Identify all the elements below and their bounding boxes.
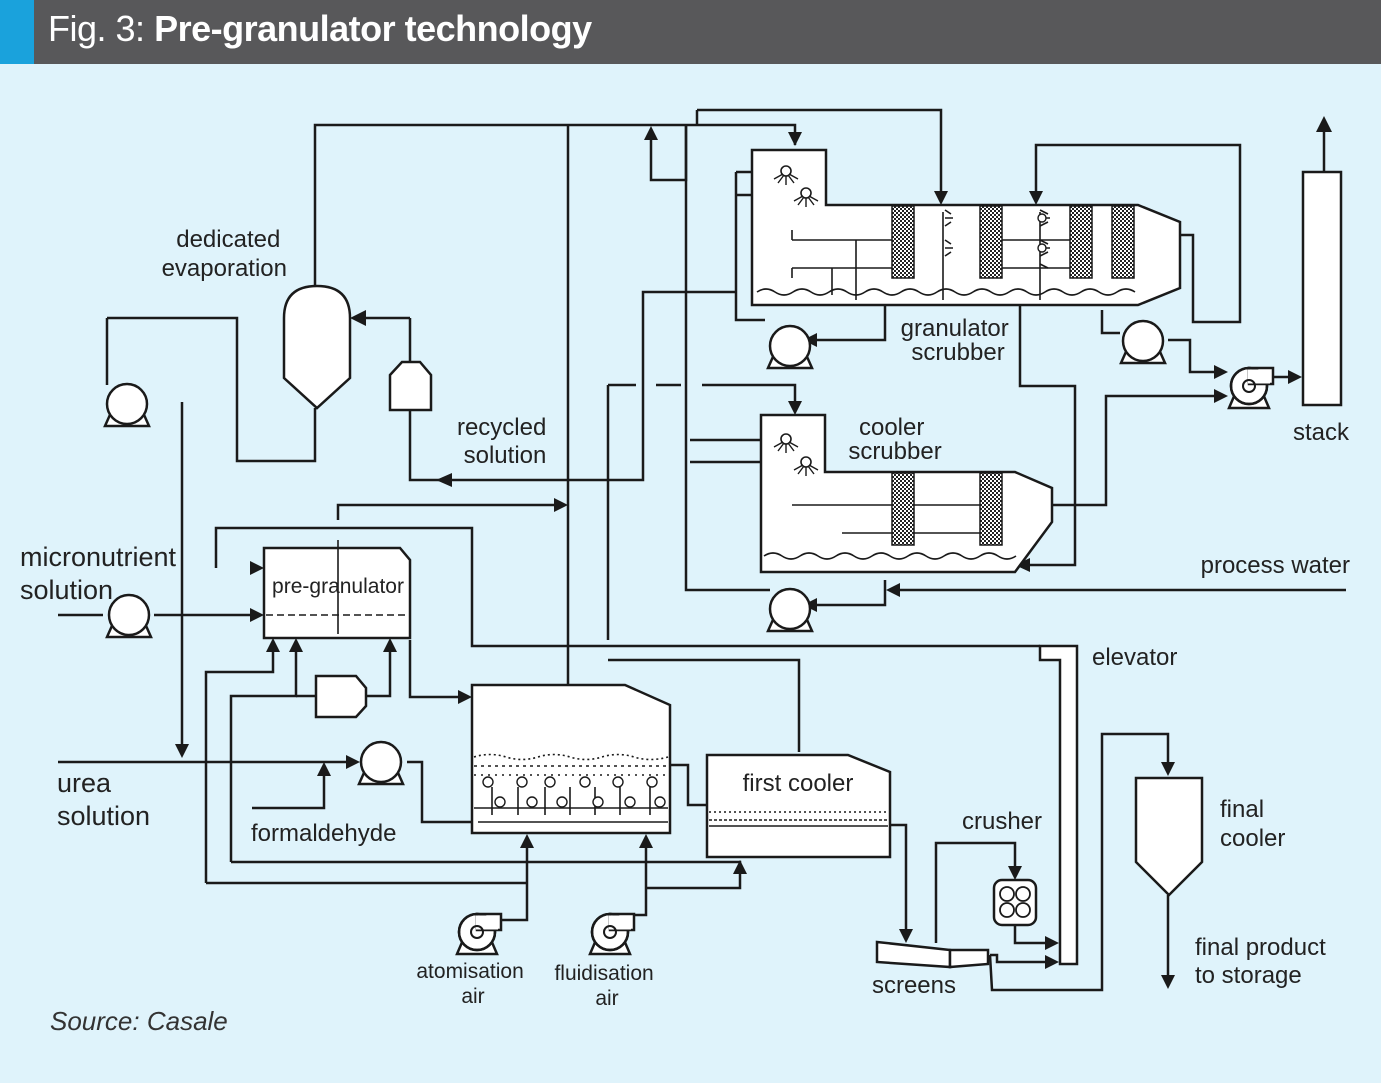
granulator-scrubber — [750, 148, 1182, 307]
label-pre-granulator: pre-granulator — [272, 575, 404, 598]
label-final-product: final product to storage — [1195, 934, 1332, 989]
cooler-scrubber-pump — [766, 587, 814, 633]
label-process-water: process water — [1201, 552, 1350, 579]
micronutrient-pump — [105, 593, 153, 639]
label-fluidisation-air: fluidisation air — [554, 962, 659, 1010]
final-cooler — [1134, 776, 1204, 897]
granulator-scrubber-pump-left — [766, 324, 814, 370]
urea-pump — [357, 740, 405, 786]
exhaust-fan — [1227, 366, 1275, 410]
figure-title-text: Pre-granulator technology — [154, 8, 592, 49]
label-crusher: crusher — [962, 808, 1042, 835]
screens — [875, 940, 952, 969]
first-cooler — [705, 753, 892, 859]
title-accent — [0, 0, 34, 64]
source-credit: Source: Casale — [50, 1006, 228, 1036]
figure-title: Fig. 3: Pre-granulator technology — [48, 8, 592, 50]
label-micronutrient-solution: micronutrient solution — [20, 542, 184, 605]
label-stack: stack — [1293, 419, 1350, 446]
label-urea-solution: urea solution — [57, 768, 150, 831]
separator-vessel — [388, 360, 433, 412]
atomisation-air-fan — [455, 912, 503, 956]
label-formaldehyde: formaldehyde — [251, 820, 396, 847]
label-granulator-scrubber: granulator scrubber — [901, 315, 1016, 366]
evaporation-vessel — [282, 284, 352, 410]
label-screens: screens — [872, 972, 956, 999]
label-atomisation-air: atomisation air — [416, 960, 529, 1008]
pipe-network — [58, 108, 1346, 992]
stack — [1301, 170, 1343, 407]
label-first-cooler: first cooler — [743, 770, 854, 797]
evaporation-pump — [103, 382, 151, 428]
cooler-scrubber — [759, 413, 1054, 574]
granulator — [470, 683, 672, 835]
fluidisation-air-fan — [588, 912, 636, 956]
label-recycled-solution: recycled solution — [457, 414, 553, 469]
process-flow-diagram: dedicated evaporation recycled solution … — [20, 108, 1350, 1036]
label-elevator: elevator — [1092, 644, 1177, 671]
pre-granulator — [262, 540, 412, 640]
label-final-cooler: final cooler — [1220, 796, 1285, 852]
crusher — [992, 878, 1038, 927]
elevator — [1038, 644, 1079, 966]
figure-label: Fig. 3: — [48, 8, 145, 49]
granulator-scrubber-pump-right — [1119, 319, 1167, 365]
title-bar: Fig. 3: Pre-granulator technology — [0, 0, 1381, 64]
label-cooler-scrubber: cooler scrubber — [848, 414, 941, 465]
dosing-vessel — [314, 674, 368, 719]
label-dedicated-evaporation: dedicated evaporation — [162, 226, 287, 282]
